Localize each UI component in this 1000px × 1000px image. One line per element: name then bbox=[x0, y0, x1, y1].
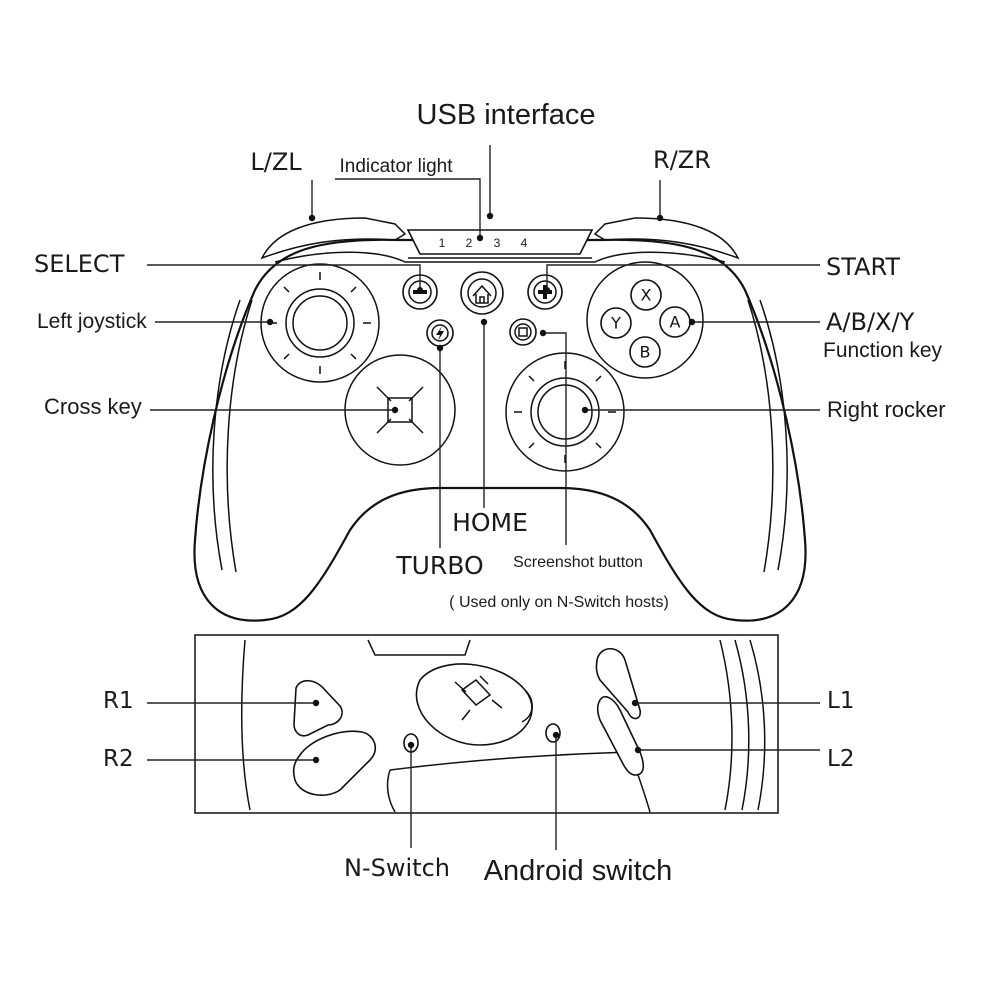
callout-labels: USB interface Indicator light L/ZL R/ZR … bbox=[34, 99, 946, 887]
bottom-view-panel bbox=[194, 634, 779, 814]
svg-text:B: B bbox=[640, 343, 651, 362]
label-usb-interface: USB interface bbox=[417, 99, 596, 131]
label-l2: L2 bbox=[827, 746, 854, 772]
left-joystick-cap bbox=[292, 295, 348, 351]
label-r1: R1 bbox=[103, 688, 134, 714]
face-button-x[interactable]: X bbox=[630, 279, 662, 311]
label-start: START bbox=[826, 253, 900, 281]
left-joystick[interactable] bbox=[260, 263, 380, 383]
label-l-zl: L/ZL bbox=[250, 148, 302, 176]
bottom-view-curve bbox=[734, 639, 750, 811]
square-icon bbox=[518, 327, 528, 337]
label-r-zr: R/ZR bbox=[653, 146, 711, 174]
label-indicator-light: Indicator light bbox=[339, 156, 453, 177]
right-rocker-cap bbox=[537, 384, 593, 440]
right-grip-ridge bbox=[759, 299, 788, 571]
left-joystick-base bbox=[285, 288, 355, 358]
screenshot-button[interactable] bbox=[509, 318, 537, 346]
right-rocker[interactable] bbox=[505, 352, 625, 472]
r1-trigger[interactable] bbox=[293, 679, 343, 737]
abxy-ring bbox=[586, 261, 704, 379]
controller-body bbox=[193, 217, 807, 622]
home-button[interactable] bbox=[460, 271, 504, 315]
label-screenshot-button: Screenshot button bbox=[513, 554, 643, 571]
label-abxy: A/B/X/Y bbox=[826, 308, 915, 336]
house-icon bbox=[472, 284, 492, 304]
label-android-switch: Android switch bbox=[484, 855, 673, 887]
left-grip-ridge bbox=[212, 299, 241, 571]
label-function-key: Function key bbox=[823, 339, 943, 362]
label-r2: R2 bbox=[103, 746, 134, 772]
indicator-number: 3 bbox=[494, 236, 501, 250]
label-left-joystick: Left joystick bbox=[37, 310, 147, 333]
face-button-y[interactable]: Y bbox=[600, 307, 632, 339]
bottom-view-curve bbox=[719, 639, 733, 811]
right-rocker-ring bbox=[505, 352, 625, 472]
right-grip-ridge bbox=[747, 299, 774, 573]
l2-trigger[interactable] bbox=[596, 695, 645, 776]
indicator-number: 1 bbox=[439, 236, 446, 250]
left-grip-ridge bbox=[226, 299, 253, 573]
label-l1: L1 bbox=[827, 688, 854, 714]
label-home: HOME bbox=[452, 508, 528, 537]
bottom-view-curve bbox=[240, 639, 251, 811]
bottom-cross-key bbox=[415, 663, 533, 746]
svg-text:Y: Y bbox=[610, 314, 621, 333]
left-shoulder-bumper bbox=[260, 217, 407, 260]
abxy-cluster: X Y A B bbox=[586, 261, 704, 379]
top-panel-line bbox=[274, 251, 726, 263]
label-right-rocker: Right rocker bbox=[827, 397, 946, 422]
indicator-lights: 1 2 3 4 bbox=[439, 236, 528, 250]
lightning-icon bbox=[436, 326, 444, 341]
bottom-view-frame bbox=[194, 634, 779, 814]
r2-trigger[interactable] bbox=[292, 730, 377, 796]
label-turbo: TURBO bbox=[395, 551, 483, 580]
bottom-view-curve bbox=[749, 639, 766, 811]
turbo-button[interactable] bbox=[426, 319, 454, 347]
right-shoulder-bumper bbox=[593, 217, 740, 260]
right-rocker-base bbox=[530, 377, 600, 447]
label-cross-key: Cross key bbox=[44, 394, 142, 419]
indicator-number: 2 bbox=[466, 236, 473, 250]
leader-lines bbox=[147, 145, 820, 850]
left-joystick-ring bbox=[260, 263, 380, 383]
label-n-switch: N-Switch bbox=[344, 854, 450, 882]
label-screenshot-note: ( Used only on N-Switch hosts) bbox=[449, 594, 669, 611]
bottom-view-seam bbox=[389, 751, 631, 771]
bottom-view-seam bbox=[386, 769, 396, 813]
l1-trigger[interactable] bbox=[595, 647, 642, 720]
indicator-strip bbox=[406, 229, 594, 255]
indicator-number: 4 bbox=[521, 236, 528, 250]
svg-text:A: A bbox=[670, 313, 681, 332]
bottom-view-port bbox=[367, 639, 471, 656]
label-select: SELECT bbox=[34, 250, 125, 278]
face-button-b[interactable]: B bbox=[629, 336, 661, 368]
svg-text:X: X bbox=[641, 286, 652, 305]
face-button-a[interactable]: A bbox=[659, 306, 691, 338]
